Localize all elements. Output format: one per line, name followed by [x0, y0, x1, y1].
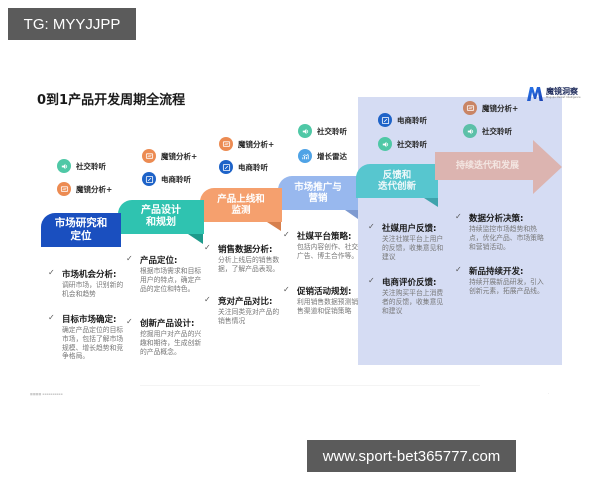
check-icon: ✓	[126, 254, 133, 263]
footer-divider	[140, 385, 480, 386]
stage2-item-positioning: ✓产品定位: 根据市场需求和目标用户的特点，确定产品的定位和特色。	[126, 254, 202, 293]
banner-fold	[424, 198, 438, 207]
check-icon: ✓	[48, 313, 55, 322]
stage2-item-innovative-design: ✓创新产品设计: 挖掘用户对产品的兴趣和期待，生成创新的产品概念。	[126, 317, 202, 356]
tool-social-listening: 社交聆听	[463, 124, 512, 138]
tool-mirror-analysis: 魔镜分析+	[219, 137, 274, 151]
stage-banner-marketing: 市场推广与营销	[278, 176, 358, 210]
tool-ecommerce-listening: 电商聆听	[378, 113, 427, 127]
speaker-icon	[463, 124, 477, 138]
check-icon: ✓	[455, 212, 462, 221]
tool-social-listening: 社交聆听	[378, 137, 427, 151]
growth-chart-icon	[298, 149, 312, 163]
brand-name: 魔镜洞察	[546, 87, 578, 97]
brand-subtitle: Mogujie Market Intelligence	[546, 96, 581, 100]
stage1-item-target-market: ✓目标市场确定: 确定产品定位的目标市场，包括了解市场规模、增长趋势和竞争格局。	[48, 313, 124, 361]
banner-fold	[345, 210, 358, 219]
presentation-icon	[463, 101, 477, 115]
tool-social-listening: 社交聆听	[57, 159, 106, 173]
banner-fold	[188, 234, 203, 244]
check-icon: ✓	[368, 276, 375, 285]
check-icon: ✓	[368, 222, 375, 231]
check-icon: ✓	[48, 268, 55, 277]
speaker-icon	[298, 124, 312, 138]
edit-icon	[142, 172, 156, 186]
stage-label-continuous-iteration: 持续迭代和发展	[455, 161, 519, 171]
tool-mirror-analysis: 魔镜分析+	[142, 149, 197, 163]
stage4-item-social-strategy: ✓社媒平台策略: 包括内容创作、社交广告、博主合作等。	[283, 230, 359, 260]
stage-banner-product-design: 产品设计和规划	[118, 200, 204, 234]
banner-fold	[267, 222, 281, 231]
stage-banner-feedback-iteration: 反馈和迭代创新	[356, 164, 438, 198]
tool-ecommerce-listening: 电商聆听	[219, 160, 268, 174]
continuous-iteration-arrow	[435, 140, 562, 194]
stage5-item-ecommerce-feedback: ✓电商评价反馈: 关注购买平台上消费者的反馈，收集意见和建议	[368, 276, 444, 315]
slide-title: 0到1产品开发周期全流程	[37, 93, 186, 108]
presentation-icon	[57, 182, 71, 196]
tool-mirror-analysis: 魔镜分析+	[57, 182, 112, 196]
presentation-icon	[219, 137, 233, 151]
check-icon: ✓	[283, 230, 290, 239]
brand-m-icon	[527, 87, 543, 101]
brand-logo: 魔镜洞察 Mogujie Market Intelligence	[527, 87, 581, 101]
stage5-item-social-feedback: ✓社媒用户反馈: 关注社媒平台上用户的反馈，收集意见和建议	[368, 222, 444, 261]
tool-growth-radar: 增长雷达	[298, 149, 347, 163]
page-number: ·	[548, 391, 550, 396]
footer-source: ■■■■ ▪▪▪▪▪▪▪▪▪▪	[30, 392, 63, 396]
check-icon: ✓	[204, 295, 211, 304]
stage4-item-promotion: ✓促销活动规划: 利用销售数据预测销售渠道和促销策略	[283, 285, 359, 315]
tool-ecommerce-listening: 电商聆听	[142, 172, 191, 186]
check-icon: ✓	[126, 317, 133, 326]
tool-social-listening: 社交聆听	[298, 124, 347, 138]
stage6-item-new-product: ✓新品持续开发: 持续开展新品研发，引入创新元素，拓展产品线。	[455, 265, 544, 295]
stage3-item-competitor: ✓竞对产品对比: 关注同类竞对产品的销售情况	[204, 295, 280, 325]
stage3-item-sales-data: ✓销售数据分析: 分析上线后的销售数据，了解产品表现。	[204, 243, 280, 273]
edit-icon	[378, 113, 392, 127]
stage-banner-market-research: 市场研究和定位	[41, 213, 121, 247]
check-icon: ✓	[204, 243, 211, 252]
edit-icon	[219, 160, 233, 174]
stage1-item-market-opportunity: ✓市场机会分析: 调研市场，识别新的机会和趋势	[48, 268, 124, 298]
stage6-item-data-decision: ✓数据分析决策: 持续监控市场趋势和热点，优化产品、市场策略和营销活动。	[455, 212, 544, 251]
speaker-icon	[378, 137, 392, 151]
stage-banner-launch-monitor: 产品上线和监测	[200, 188, 282, 222]
tool-mirror-analysis: 魔镜分析+	[463, 101, 518, 115]
url-watermark: www.sport-bet365777.com	[307, 440, 516, 472]
speaker-icon	[57, 159, 71, 173]
feedback-iteration-panel	[358, 97, 562, 365]
check-icon: ✓	[455, 265, 462, 274]
check-icon: ✓	[283, 285, 290, 294]
tag-watermark: TG: MYYJJPP	[8, 8, 136, 40]
presentation-icon	[142, 149, 156, 163]
